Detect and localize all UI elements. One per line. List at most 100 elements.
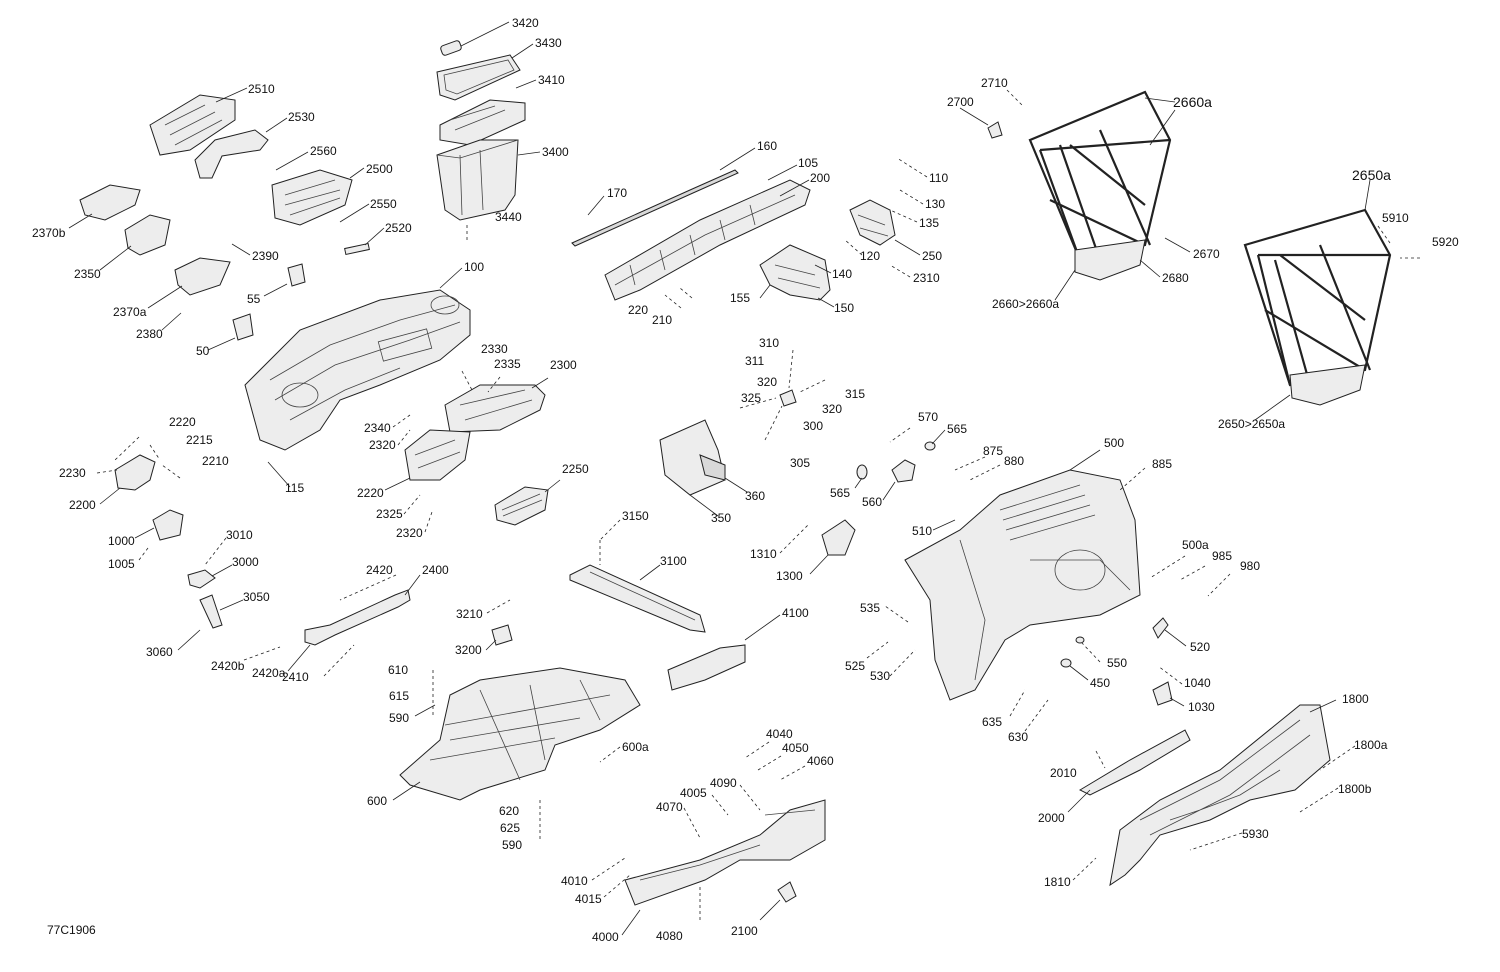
part-label-620: 620 (499, 804, 519, 818)
part-label-1005: 1005 (108, 557, 135, 571)
part-label-4050: 4050 (782, 741, 809, 755)
part-label-2335: 2335 (494, 357, 521, 371)
part-label-550: 550 (1107, 656, 1127, 670)
part-label-155: 155 (730, 291, 750, 305)
part-label-2650-2650a: 2650>2650a (1218, 417, 1285, 431)
part-label-320b: 320 (822, 402, 842, 416)
part-label-570: 570 (918, 410, 938, 424)
part-550 (1075, 636, 1085, 644)
part-label-1810: 1810 (1044, 875, 1071, 889)
part-label-250: 250 (922, 249, 942, 263)
part-2530-handle (194, 129, 269, 179)
part-label-980: 980 (1240, 559, 1260, 573)
part-2000 (1078, 729, 1191, 796)
part-3420 (440, 40, 462, 56)
part-label-2200: 2200 (69, 498, 96, 512)
part-label-880: 880 (1004, 454, 1024, 468)
part-1000 (152, 509, 184, 541)
part-2250-vent (494, 486, 549, 526)
part-2300 (444, 384, 546, 433)
part-label-3060: 3060 (146, 645, 173, 659)
part-2370a (174, 257, 231, 296)
part-label-4060: 4060 (807, 754, 834, 768)
part-label-315: 315 (845, 387, 865, 401)
part-4000-tunnel (624, 799, 826, 906)
part-label-450: 450 (1090, 676, 1110, 690)
part-1300 (821, 519, 856, 556)
part-140-housing (759, 244, 831, 301)
part-label-3100: 3100 (660, 554, 687, 568)
part-3410-lid (439, 99, 526, 146)
part-label-2660-2660a: 2660>2660a (992, 297, 1059, 311)
part-label-600a: 600a (622, 740, 649, 754)
part-label-600: 600 (367, 794, 387, 808)
part-3430-seal (436, 54, 521, 101)
part-2520 (344, 242, 370, 256)
part-300 (779, 389, 797, 407)
part-label-985: 985 (1212, 549, 1232, 563)
part-label-2325: 2325 (376, 507, 403, 521)
part-2660-rops-frame (1028, 90, 1172, 281)
part-label-2330: 2330 (481, 342, 508, 356)
part-2100 (777, 881, 797, 903)
part-label-2380: 2380 (136, 327, 163, 341)
part-label-2340: 2340 (364, 421, 391, 435)
part-label-535: 535 (860, 601, 880, 615)
part-label-3440: 3440 (495, 210, 522, 224)
part-label-2500: 2500 (366, 162, 393, 176)
part-label-2370a: 2370a (113, 305, 147, 319)
part-3100 (569, 564, 706, 633)
part-560 (891, 459, 916, 483)
part-label-2310: 2310 (913, 271, 940, 285)
part-label-2010: 2010 (1050, 766, 1077, 780)
part-label-625: 625 (500, 821, 520, 835)
part-label-100: 100 (464, 260, 484, 274)
part-450 (1060, 658, 1072, 668)
part-label-200: 200 (810, 171, 830, 185)
part-label-160: 160 (757, 139, 777, 153)
part-200-crossmember (604, 179, 811, 301)
part-2370b (79, 184, 141, 221)
part-label-3400: 3400 (542, 145, 569, 159)
part-label-5910: 5910 (1382, 211, 1409, 225)
part-label-320a: 320 (757, 375, 777, 389)
part-3000 (187, 569, 216, 589)
part-565-ring-2 (924, 441, 936, 451)
part-label-130: 130 (925, 197, 945, 211)
part-label-4090: 4090 (710, 776, 737, 790)
part-label-2510: 2510 (248, 82, 275, 96)
part-label-2220a: 2220 (169, 415, 196, 429)
part-label-310: 310 (759, 336, 779, 350)
part-label-2230: 2230 (59, 466, 86, 480)
part-3050 (199, 594, 223, 629)
part-label-2420a: 2420a (252, 666, 286, 680)
part-label-3210: 3210 (456, 607, 483, 621)
part-label-1800a: 1800a (1354, 738, 1388, 752)
part-label-2660a: 2660a (1173, 94, 1212, 110)
part-label-2210: 2210 (202, 454, 229, 468)
part-565-ring (856, 464, 868, 480)
part-label-210: 210 (652, 313, 672, 327)
part-label-300: 300 (803, 419, 823, 433)
part-label-4015: 4015 (575, 892, 602, 906)
part-label-3410: 3410 (538, 73, 565, 87)
part-1030 (1152, 681, 1173, 706)
part-label-4040: 4040 (766, 727, 793, 741)
part-label-530: 530 (870, 669, 890, 683)
part-label-2400: 2400 (422, 563, 449, 577)
part-label-3430: 3430 (535, 36, 562, 50)
part-label-500: 500 (1104, 436, 1124, 450)
part-label-525: 525 (845, 659, 865, 673)
part-label-150: 150 (834, 301, 854, 315)
part-label-50: 50 (196, 344, 210, 358)
part-2510 (149, 94, 236, 156)
part-label-635: 635 (982, 715, 1002, 729)
part-label-1300: 1300 (776, 569, 803, 583)
part-label-3420: 3420 (512, 16, 539, 30)
part-label-2320b: 2320 (396, 526, 423, 540)
part-label-5920: 5920 (1432, 235, 1459, 249)
part-label-110: 110 (929, 171, 948, 185)
part-label-565b: 565 (830, 486, 850, 500)
